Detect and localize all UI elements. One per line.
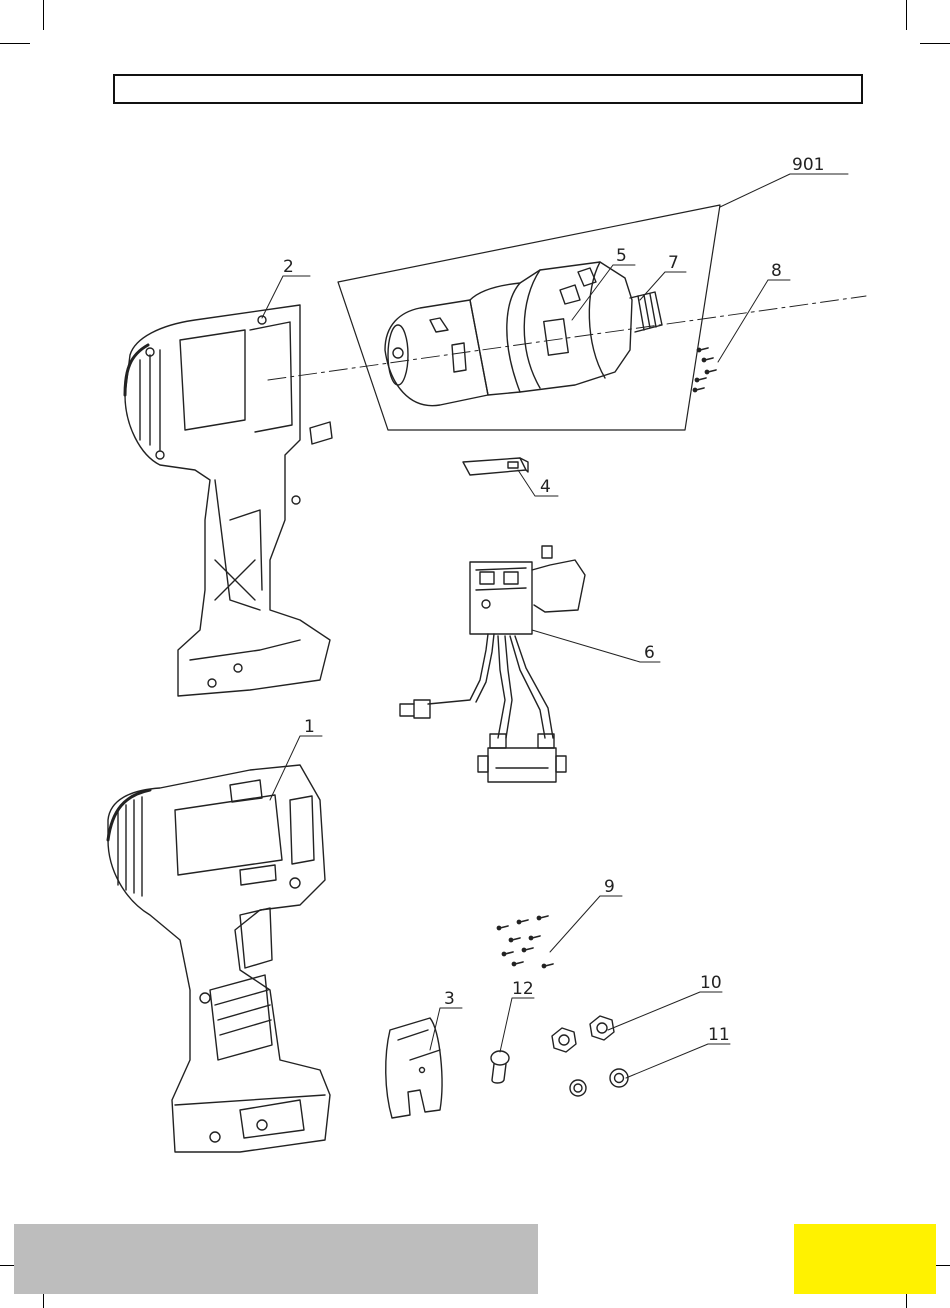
label-part-11: 11 [708,1025,730,1045]
nuts-part-10 [552,1016,614,1052]
label-part-1: 1 [304,717,315,737]
label-part-12: 12 [512,979,534,999]
leader-lines [262,174,848,1078]
footer-gray-bar [14,1224,538,1294]
pin-part-12 [491,1051,509,1083]
trigger-switch-part-6 [400,546,585,782]
motor-gearbox-assembly [268,205,866,430]
label-part-3: 3 [444,989,455,1009]
label-part-8: 8 [771,261,782,281]
label-part-901: 901 [792,155,824,175]
housing-complete-part-1 [108,765,330,1152]
footer-yellow-tab [794,1224,936,1294]
label-part-2: 2 [283,257,294,277]
label-part-10: 10 [700,973,722,993]
washers-part-11 [570,1069,628,1096]
label-part-9: 9 [604,877,615,897]
screws-part-9 [497,916,553,968]
label-part-5: 5 [616,246,627,266]
belt-clip-part-3 [386,1018,442,1118]
label-part-7: 7 [668,253,679,273]
switch-block-part-4 [463,458,528,475]
label-part-6: 6 [644,643,655,663]
housing-half-part-2 [125,305,332,696]
label-part-4: 4 [540,477,551,497]
